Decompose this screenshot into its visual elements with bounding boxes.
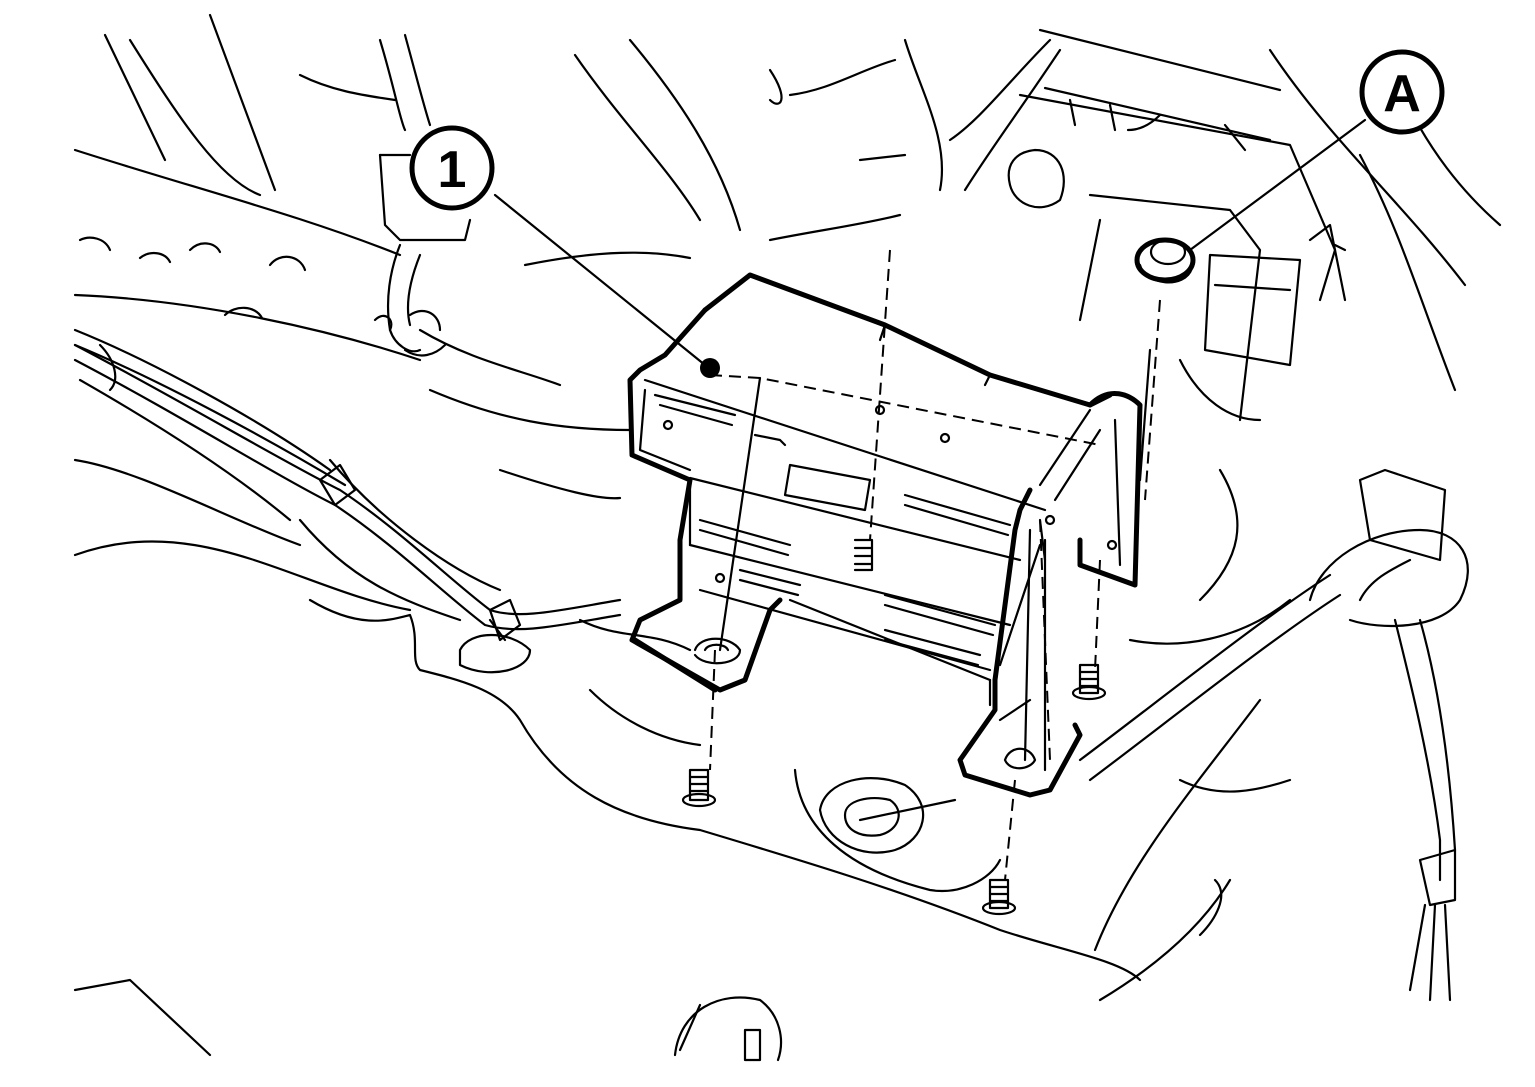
callout-1: 1: [409, 125, 495, 211]
floor-bottom-edge: [73, 598, 1142, 1062]
bolt-right-lower: [981, 878, 1017, 916]
installation-guide-lines: [709, 249, 1161, 881]
left-floor-panel: [73, 236, 632, 622]
bolt-left: [681, 768, 717, 808]
bolt-right-upper: [1071, 663, 1107, 701]
leader-lines: [493, 118, 1367, 367]
callout-a-label: A: [1383, 65, 1421, 123]
callout-1-label: 1: [438, 141, 467, 199]
vehicle-floor-outline: [73, 13, 1502, 392]
nut-a: [1134, 237, 1196, 284]
right-body-panel: [948, 38, 1347, 1002]
wire-harness-right: [1078, 468, 1469, 1002]
wire-harness-left: [73, 343, 622, 642]
sensor-lead: [373, 153, 472, 357]
callout-a: A: [1359, 49, 1445, 135]
mounting-bolts: [681, 237, 1196, 916]
control-unit: [627, 272, 1143, 798]
bolt-center-hidden: [853, 538, 874, 572]
